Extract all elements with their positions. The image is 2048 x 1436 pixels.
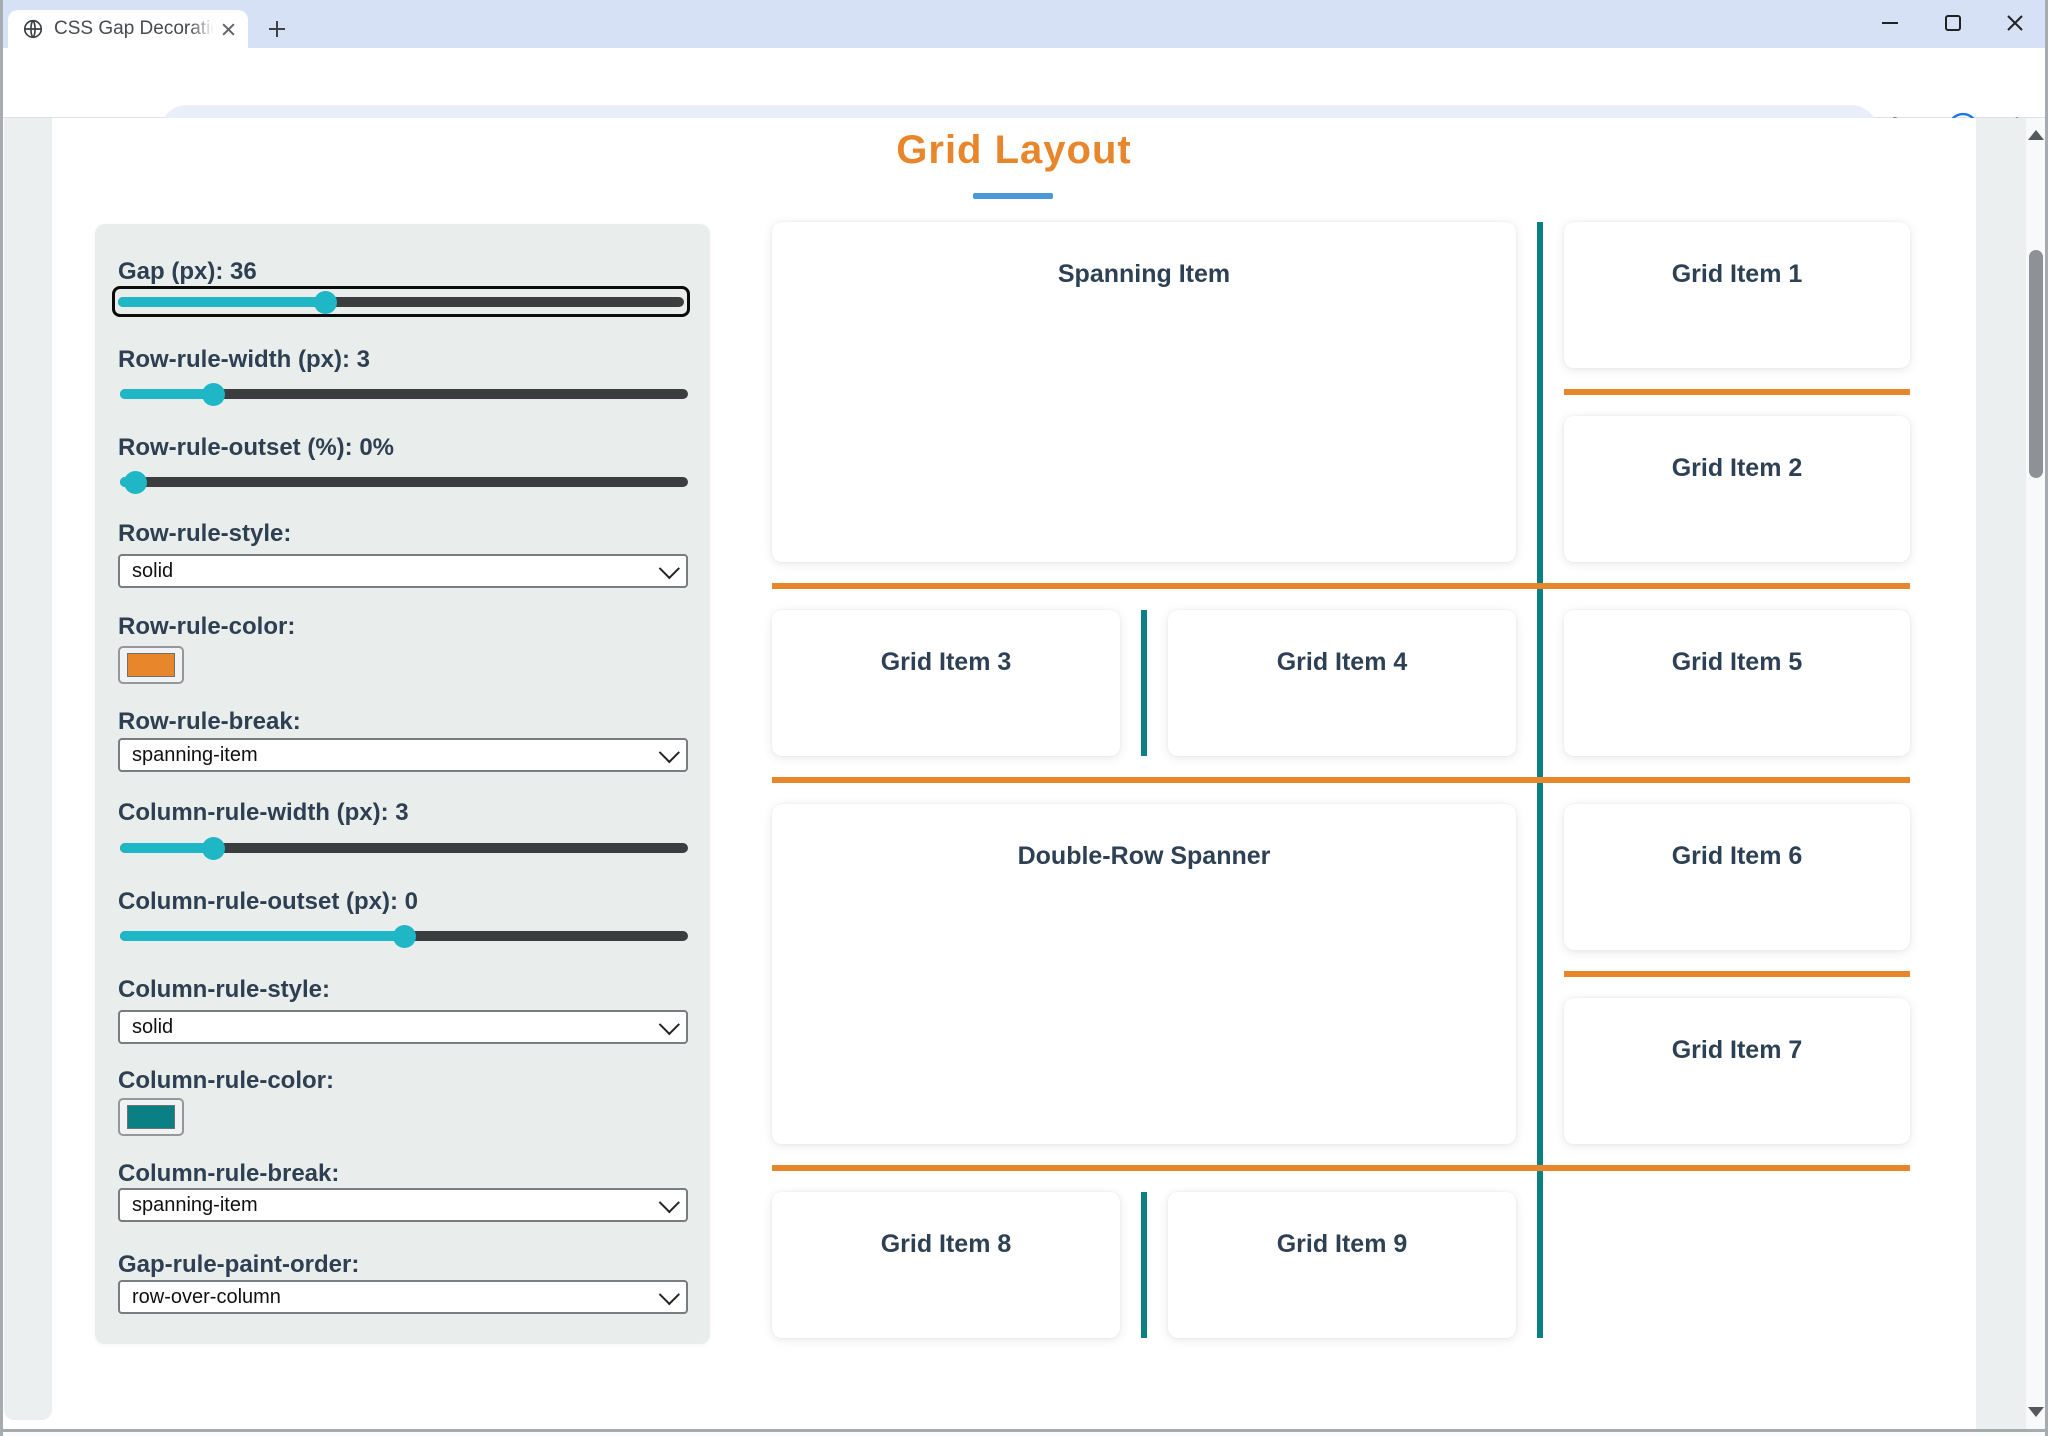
page-left-gutter [4,118,52,1420]
row-rule-outset-slider[interactable] [120,470,688,494]
column-rule-outset-label: Column-rule-outset (px): 0 [118,888,418,915]
slider-track [120,477,688,487]
window-minimize-button[interactable] [1861,0,1919,46]
select-value: solid [132,559,174,582]
slider-fill [120,931,404,941]
color-swatch [127,1105,175,1129]
slider-thumb[interactable] [393,925,416,948]
column-rule-color-label: Column-rule-color: [118,1067,334,1094]
page-right-gutter [1976,118,2026,1429]
grid-card-7: Grid Item 7 [1564,998,1910,1144]
row-rule-style-select[interactable]: solid [118,554,688,588]
gap-label: Gap (px): 36 [118,258,257,285]
column-rule-style-label: Column-rule-style: [118,976,331,1003]
grid-card-4: Grid Item 4 [1168,610,1516,756]
column-rule-outset-slider[interactable] [120,924,688,948]
grid-card-5: Grid Item 5 [1564,610,1910,756]
select-value: solid [132,1015,174,1038]
column-rule-break-select[interactable]: spanning-item [118,1188,688,1222]
scrollbar-thumb[interactable] [2029,250,2043,478]
new-tab-button[interactable] [262,14,292,44]
grid-card-spanning-item: Spanning Item [772,222,1516,562]
row-rule-color-label: Row-rule-color: [118,613,296,640]
grid-card-2: Grid Item 2 [1564,416,1910,562]
gap-slider[interactable] [118,290,684,314]
scrollbar-down-arrow-icon[interactable] [2028,1407,2044,1417]
grid-card-3: Grid Item 3 [772,610,1120,756]
column-rule-width-label: Column-rule-width (px): 3 [118,799,409,826]
grid-card-8: Grid Item 8 [772,1192,1120,1338]
row-rule-segment-col3-b [1564,971,1910,977]
title-underline [973,193,1053,199]
slider-thumb[interactable] [123,471,147,494]
chevron-down-icon [658,1283,680,1305]
row-rule-segment-col3-a [1564,389,1910,395]
browser-tab[interactable]: CSS Gap Decorations playgroun [8,10,248,48]
row-rule-width-label: Row-rule-width (px): 3 [118,346,370,373]
row-rule-break-select[interactable]: spanning-item [118,738,688,772]
column-rule-width-slider[interactable] [120,836,688,860]
browser-toolbar: microsoftedge.github.io/Demos/css-gap-de… [0,48,2048,159]
column-rule-break-label: Column-rule-break: [118,1160,340,1187]
slider-track [120,843,688,853]
gap-slider-focus-ring [112,286,690,317]
row-rule-style-label: Row-rule-style: [118,520,292,547]
slider-fill [118,297,326,307]
row-rule-full-2 [772,777,1910,783]
slider-fill [120,389,214,399]
grid-card-1: Grid Item 1 [1564,222,1910,368]
select-value: row-over-column [132,1285,281,1308]
row-rule-full-1 [772,583,1910,589]
row-rule-color-picker[interactable] [118,646,184,684]
select-value: spanning-item [132,1193,258,1216]
grid-card-double-row-spanner: Double-Row Spanner [772,804,1516,1144]
chevron-down-icon [658,741,680,763]
window-border-bottom-highlight [3,1432,2045,1436]
slider-thumb[interactable] [202,383,226,406]
chevron-down-icon [658,1191,680,1213]
tab-close-icon[interactable] [216,17,240,41]
slider-track [120,389,688,399]
gap-rule-paint-order-select[interactable]: row-over-column [118,1280,688,1314]
column-rule-row3 [1141,610,1147,756]
gap-rule-paint-order-label: Gap-rule-paint-order: [118,1251,360,1278]
select-value: spanning-item [132,743,258,766]
tab-strip: CSS Gap Decorations playgroun [0,0,2048,48]
color-swatch [127,653,175,677]
controls-panel: Gap (px): 36 Row-rule-width (px): 3 Row-… [95,224,710,1344]
column-rule-color-picker[interactable] [118,1098,184,1136]
row-rule-break-label: Row-rule-break: [118,708,301,735]
window-close-button[interactable] [1986,0,2044,46]
page-viewport: Grid Layout Gap (px): 36 Row-rule-width … [3,118,2045,1429]
page-title: Grid Layout [896,128,1132,172]
slider-thumb[interactable] [202,837,226,860]
column-rule-style-select[interactable]: solid [118,1010,688,1044]
chevron-down-icon [658,1013,680,1035]
scrollbar-up-arrow-icon[interactable] [2028,130,2044,140]
grid-card-9: Grid Item 9 [1168,1192,1516,1338]
window-border-left [0,0,3,1436]
chevron-down-icon [658,557,680,579]
slider-fill [120,843,214,853]
window-border-right [2045,0,2048,1436]
slider-track [118,297,684,307]
grid-card-6: Grid Item 6 [1564,804,1910,950]
row-rule-width-slider[interactable] [120,382,688,406]
globe-favicon-icon [22,18,44,40]
row-rule-outset-label: Row-rule-outset (%): 0% [118,434,394,461]
row-rule-full-3 [772,1165,1910,1171]
column-rule-row6 [1141,1192,1147,1338]
tab-title: CSS Gap Decorations playgroun [54,18,214,39]
window-maximize-button[interactable] [1924,0,1982,46]
slider-thumb[interactable] [314,291,338,314]
window-border-bottom [0,1429,2048,1432]
